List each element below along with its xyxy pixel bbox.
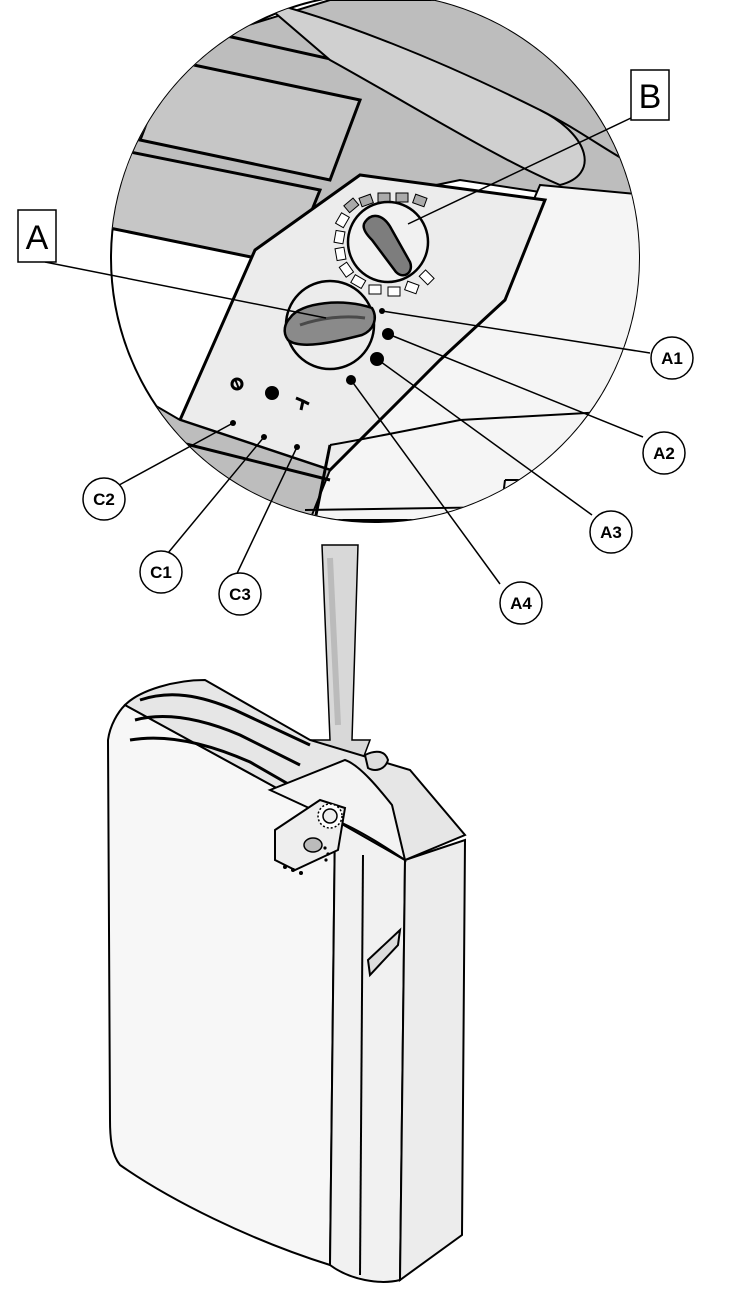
callout-a3: A3 bbox=[589, 510, 633, 554]
callout-c3-text: C3 bbox=[229, 585, 251, 604]
callout-a2-text: A2 bbox=[653, 444, 675, 463]
callout-b-text: B bbox=[639, 78, 662, 116]
callout-a1-text: A1 bbox=[661, 349, 683, 368]
pump-symbol-icon bbox=[295, 396, 310, 411]
dial-a bbox=[283, 279, 376, 371]
callout-c1-text: C1 bbox=[150, 563, 172, 582]
dial-b-segment-ring bbox=[333, 192, 435, 297]
callout-a4-text: A4 bbox=[510, 594, 532, 613]
callout-c2: C2 bbox=[82, 477, 126, 521]
portable-unit bbox=[106, 678, 467, 1283]
magnified-detail bbox=[110, 0, 640, 523]
callout-a-text: A bbox=[26, 219, 49, 257]
dial-b bbox=[333, 192, 435, 297]
callout-a3-text: A3 bbox=[600, 523, 622, 542]
callout-b: B bbox=[630, 69, 670, 121]
callout-c1: C1 bbox=[139, 550, 183, 594]
callout-a4: A4 bbox=[499, 581, 543, 625]
callout-a: A bbox=[17, 209, 57, 263]
callout-a2: A2 bbox=[642, 431, 686, 475]
leader-lines bbox=[44, 117, 651, 585]
callout-c3: C3 bbox=[218, 572, 262, 616]
callout-a1: A1 bbox=[650, 336, 694, 380]
callout-c2-text: C2 bbox=[93, 490, 115, 509]
power-symbol-icon bbox=[230, 377, 244, 391]
